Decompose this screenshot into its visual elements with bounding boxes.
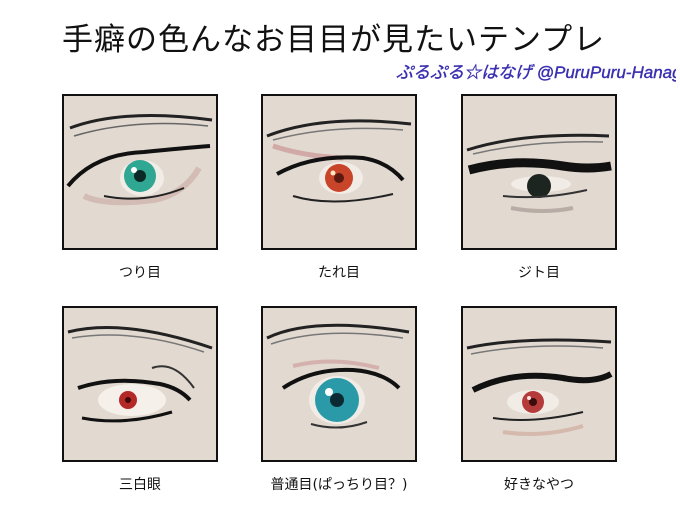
- eye-illustration-sukinayatsu: [461, 306, 617, 462]
- eye-label-jitome: ジト目: [518, 265, 560, 281]
- eye-cell-tsurime: つり目: [62, 94, 218, 281]
- eye-label-futsume: 普通目(ぱっちり目？): [270, 477, 408, 493]
- eye-label-sukinayatsu: 好きなやつ: [504, 477, 574, 493]
- signature-handwriting: ぷるぷる☆はなげ @PuruPuru-Hanage: [396, 63, 680, 82]
- eye-cell-sanpakugan: 三白眼: [62, 306, 218, 493]
- eye-cell-futsume: 普通目(ぱっちり目？): [261, 306, 417, 493]
- eye-illustration-tsurime: [62, 94, 218, 250]
- artist-signature: ぷるぷる☆はなげ @PuruPuru-Hanage: [396, 58, 680, 98]
- eye-illustration-futsume: [261, 306, 417, 462]
- page-title: 手癖の色んなお目目が見たいテンプレ: [62, 22, 606, 58]
- eye-label-sanpakugan: 三白眼: [119, 477, 161, 493]
- eye-illustration-sanpakugan: [62, 306, 218, 462]
- signature-text: ぷるぷる☆はなげ @PuruPuru-Hanage: [396, 63, 676, 82]
- eye-cell-tareme: たれ目: [261, 94, 417, 281]
- eye-cell-jitome: ジト目: [461, 94, 617, 281]
- eye-illustration-jitome: [461, 94, 617, 250]
- iris-jitome: [527, 174, 551, 198]
- eye-label-tsurime: つり目: [119, 265, 161, 281]
- eye-label-tareme: たれ目: [318, 265, 360, 281]
- eye-illustration-tareme: [261, 94, 417, 250]
- eye-cell-sukinayatsu: 好きなやつ: [461, 306, 617, 493]
